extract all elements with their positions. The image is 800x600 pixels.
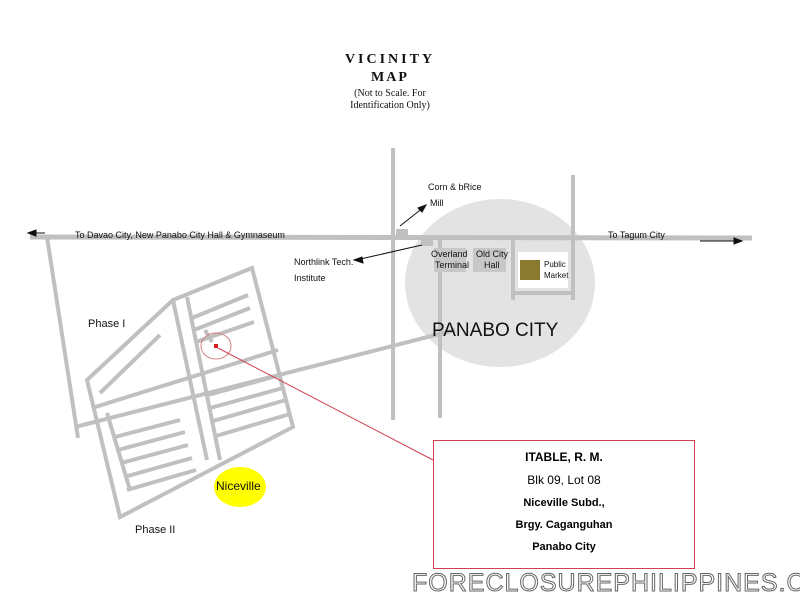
old-city-hall-building bbox=[473, 248, 506, 272]
label-northlink-1: Northlink Tech. bbox=[294, 257, 354, 267]
property-subdivision: Niceville Subd., bbox=[523, 496, 605, 509]
label-city: PANABO CITY bbox=[432, 320, 559, 341]
lot-circle bbox=[200, 332, 232, 360]
label-east-road: To Tagum City bbox=[608, 230, 665, 240]
market-icon bbox=[520, 260, 540, 280]
title-line2: MAP bbox=[371, 70, 409, 85]
label-phase2: Phase II bbox=[135, 524, 176, 536]
property-owner: ITABLE, R. M. bbox=[525, 450, 603, 464]
label-public-market-2: Market bbox=[544, 271, 569, 280]
arrows bbox=[26, 204, 744, 264]
niceville-highlight bbox=[214, 467, 266, 507]
label-old-city-hall-1: Old City bbox=[476, 249, 509, 259]
leader-line bbox=[217, 347, 434, 461]
label-corn-rice-2: Mill bbox=[430, 198, 444, 208]
title-note1: (Not to Scale. For bbox=[354, 88, 426, 99]
property-info-box: ITABLE, R. M. Blk 09, Lot 08 Niceville S… bbox=[433, 440, 695, 569]
label-phase1: Phase I bbox=[88, 318, 126, 330]
label-overland-1: Overland bbox=[431, 249, 468, 259]
label-overland-2: Terminal bbox=[435, 260, 470, 270]
property-city: Panabo City bbox=[532, 541, 596, 554]
property-barangay: Brgy. Caganguhan bbox=[515, 518, 613, 531]
label-niceville: Niceville bbox=[216, 479, 261, 493]
label-west-road: To Davao City, New Panabo City Hall & Gy… bbox=[75, 230, 285, 240]
city-area bbox=[405, 199, 595, 367]
title-note2: Identification Only) bbox=[350, 100, 430, 111]
title-line1: VICINITY bbox=[344, 52, 436, 67]
overland-terminal-building bbox=[434, 248, 466, 272]
label-northlink-2: Institute bbox=[294, 273, 326, 283]
lot-marker bbox=[214, 344, 218, 348]
label-public-market-1: Public bbox=[544, 260, 566, 269]
roads bbox=[29, 148, 753, 520]
label-old-city-hall-2: Hall bbox=[484, 260, 500, 270]
label-corn-rice-1: Corn & bRice bbox=[428, 182, 482, 192]
watermark: FORECLOSUREPHILIPPINES.COM bbox=[412, 569, 800, 597]
property-lot: Blk 09, Lot 08 bbox=[527, 473, 601, 488]
